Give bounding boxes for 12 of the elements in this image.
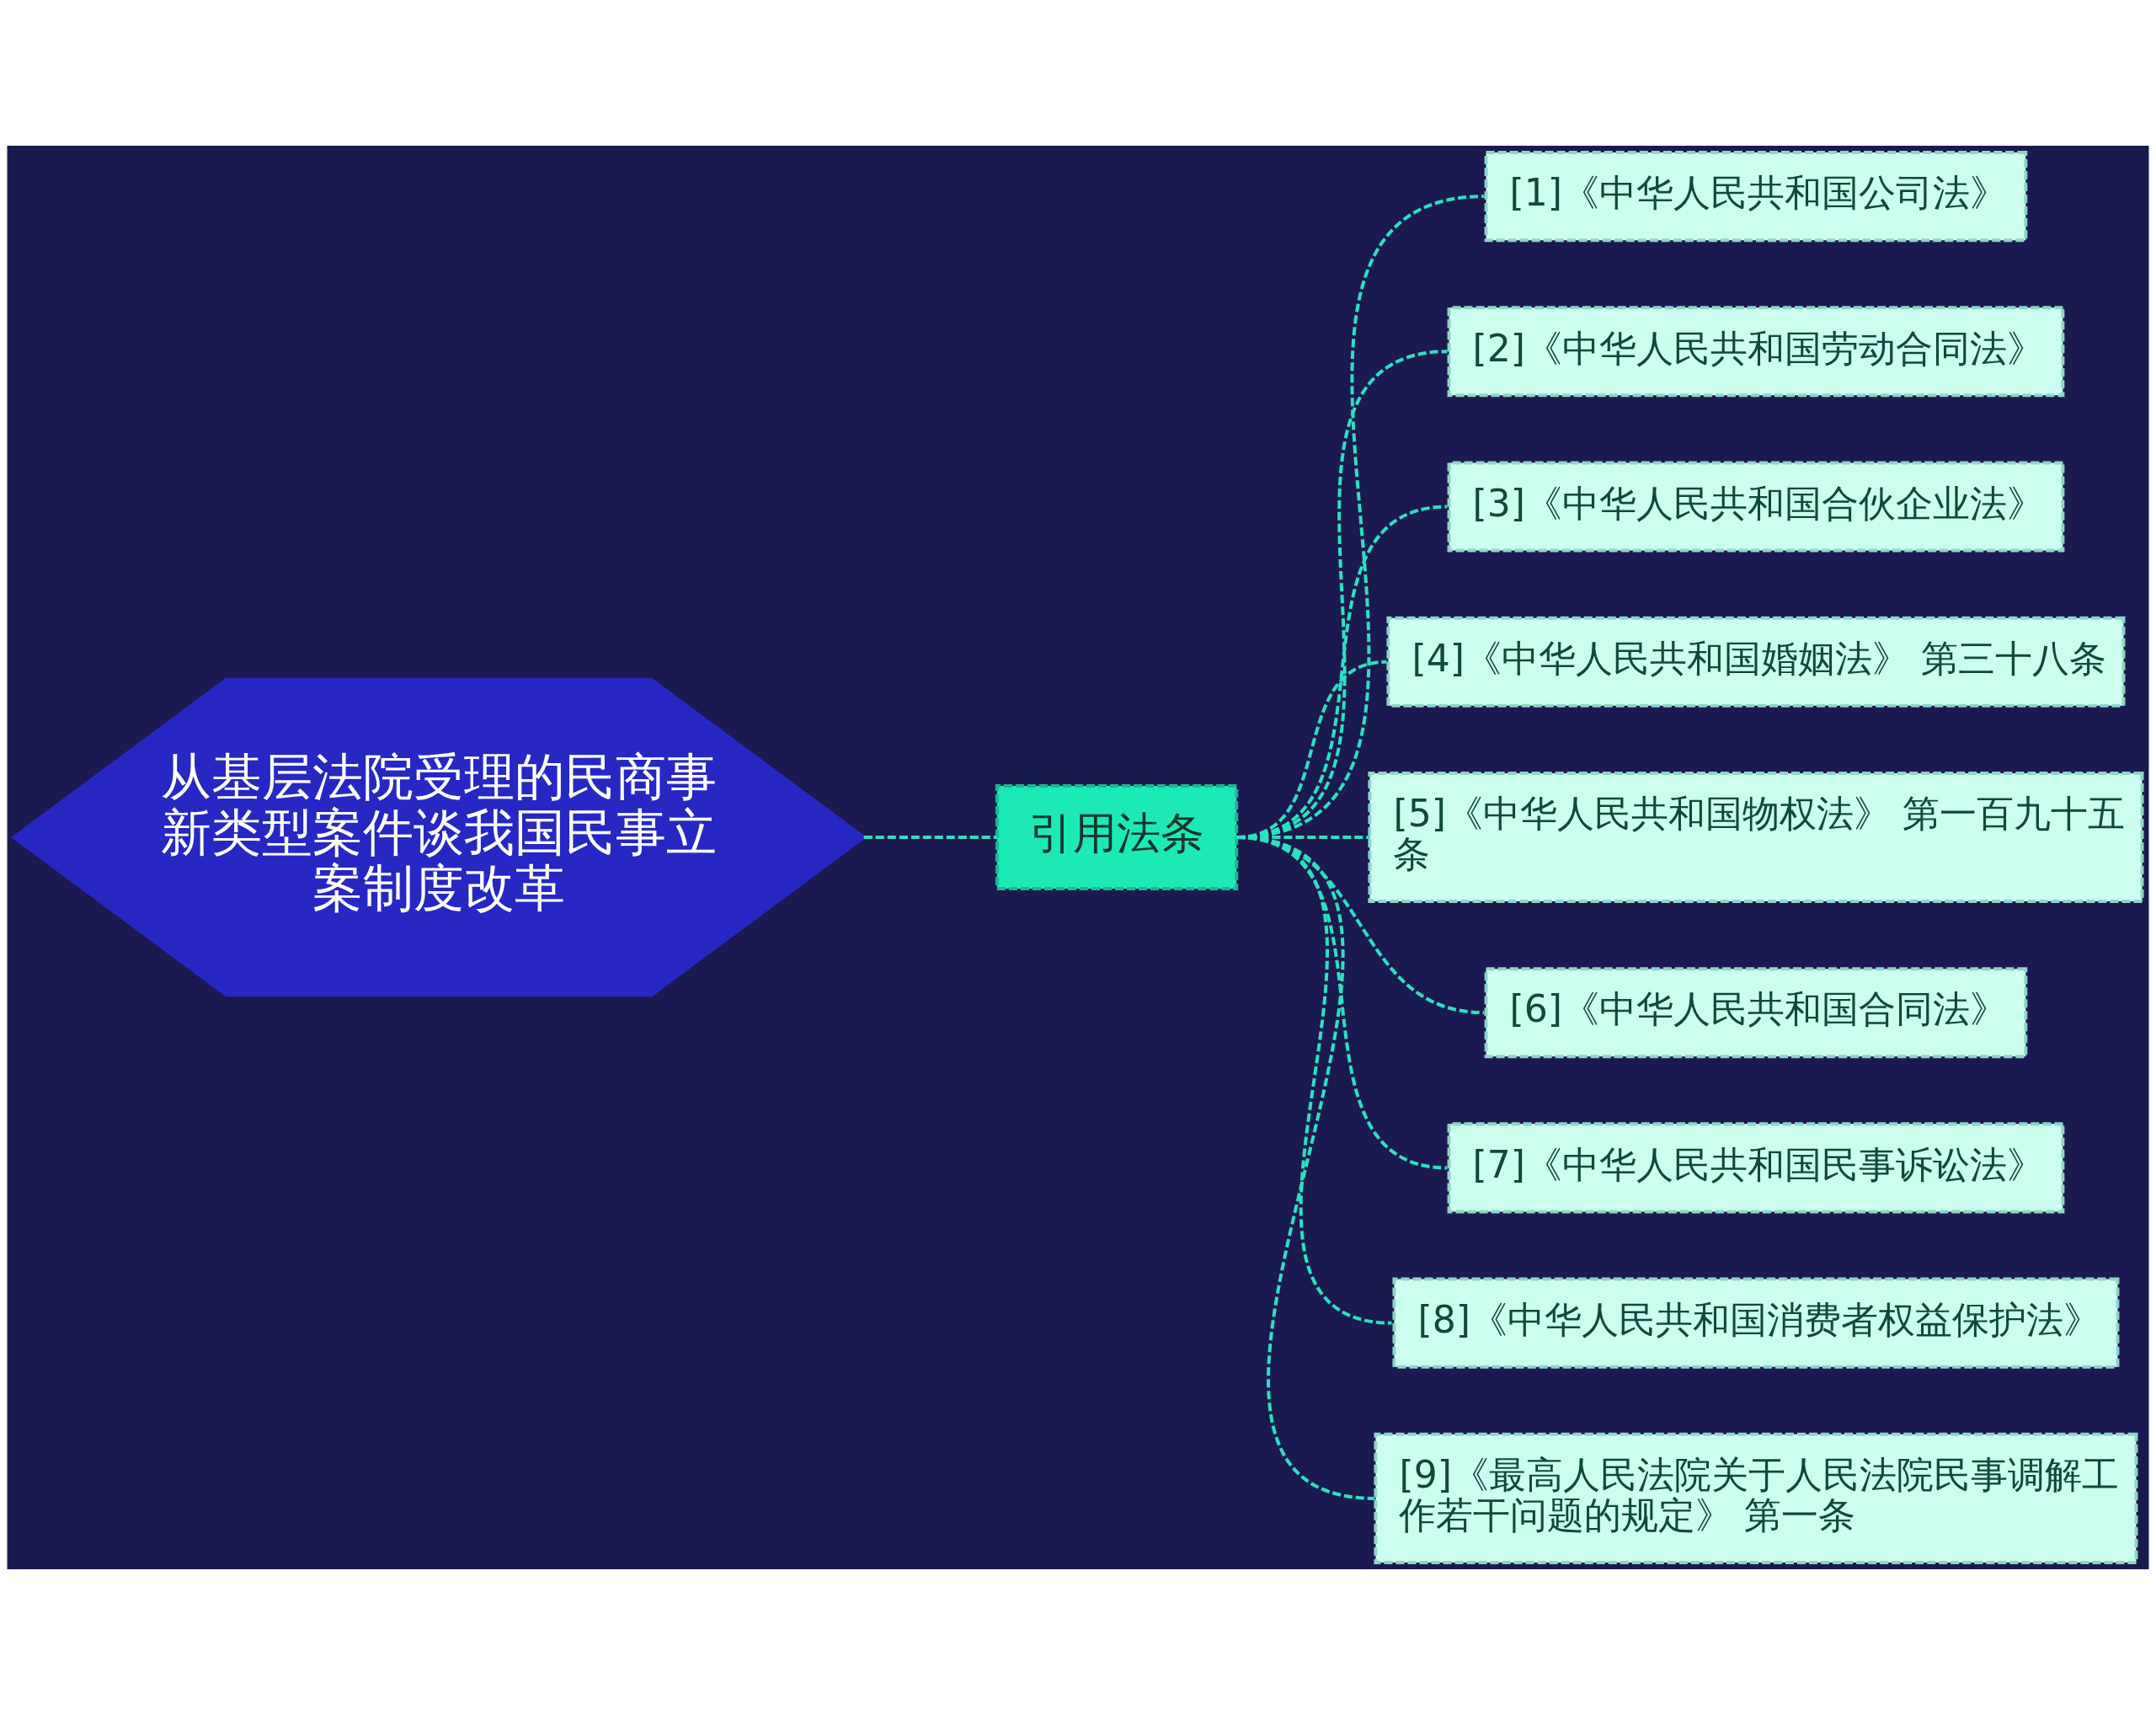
node-box: [2]《中华人民共和国劳动合同法》 [1447, 306, 2065, 398]
node-box: [7]《中华人民共和国民事诉讼法》 [1447, 1122, 2065, 1214]
node-box: [1]《中华人民共和国公司法》 [1484, 151, 2028, 243]
node-box: [8]《中华人民共和国消费者权益保护法》 [1392, 1277, 2120, 1369]
connector [863, 835, 997, 839]
node-box: [6]《中华人民共和国合同法》 [1484, 967, 2028, 1059]
connector [1235, 836, 1375, 1500]
node-box: [4]《中华人民共和国婚姻法》 第三十八条 [1386, 616, 2126, 708]
node-box: [3]《中华人民共和国合伙企业法》 [1447, 461, 2065, 553]
node-box: [9]《最高人民法院关于人民法院民事调解工作若干问题的规定》 第一条 [1374, 1432, 2138, 1564]
node-box: [5]《中华人民共和国物权法》 第一百九十五条 [1368, 771, 2144, 904]
node-box: 引用法条 [995, 783, 1239, 891]
